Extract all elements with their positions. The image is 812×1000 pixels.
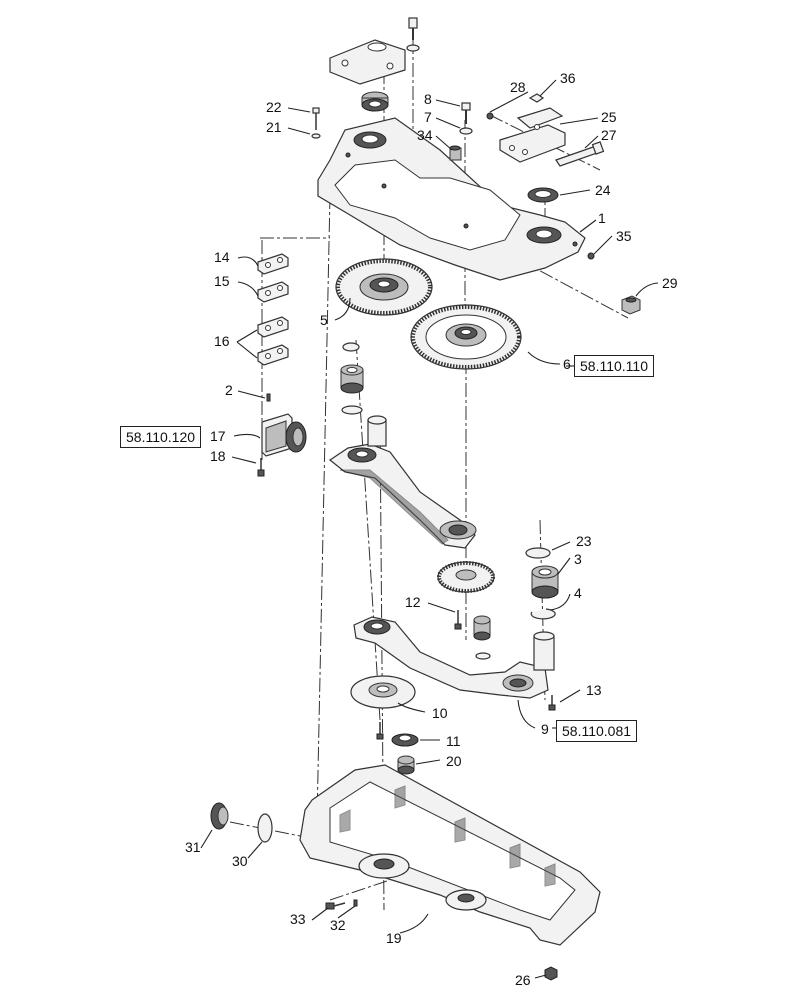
screw-13 (548, 695, 556, 711)
callout-24: 24 (595, 182, 611, 198)
callout-19: 19 (386, 930, 402, 946)
washer-21 (311, 133, 321, 139)
callout-4: 4 (574, 585, 582, 601)
callout-36: 36 (560, 70, 576, 86)
callout-15: 15 (214, 273, 230, 289)
callout-6: 6 (563, 356, 571, 372)
oring-30 (257, 813, 273, 843)
plug-26 (544, 966, 558, 981)
callout-28: 28 (510, 79, 526, 95)
bearing-5a (340, 364, 364, 394)
centerline (329, 879, 391, 901)
callout-33: 33 (290, 911, 306, 927)
reference-box-17[interactable]: 58.110.120 (120, 426, 202, 448)
reference-box-6[interactable]: 58.110.110 (574, 355, 654, 377)
callout-32: 32 (330, 917, 346, 933)
centerline (489, 114, 601, 171)
pin-2 (266, 393, 271, 402)
gear-small-a (437, 561, 495, 593)
shim-16b (257, 344, 289, 366)
callout-8: 8 (424, 91, 432, 107)
callout-25: 25 (601, 109, 617, 125)
bearing-center (473, 615, 491, 641)
screw-22 (312, 107, 320, 130)
disc-10 (350, 675, 416, 709)
upper-housing-plate (317, 117, 586, 281)
bearing-top (361, 91, 389, 112)
bracket-25 (499, 107, 566, 163)
circlip-4 (530, 608, 556, 620)
callout-17: 17 (210, 428, 226, 444)
seal-24 (527, 187, 559, 203)
callout-16: 16 (214, 333, 230, 349)
fitting-34 (449, 145, 462, 161)
top-bracket (329, 39, 406, 85)
washer-7 (459, 127, 473, 135)
callout-3: 3 (574, 551, 582, 567)
lower-arm-9 (353, 616, 555, 699)
leader-lines (200, 79, 659, 979)
upper-arm (328, 415, 477, 549)
callout-7: 7 (424, 109, 432, 125)
centerline (355, 339, 381, 721)
callout-34: 34 (417, 127, 433, 143)
screw-18 (257, 458, 265, 477)
callout-14: 14 (214, 249, 230, 265)
callout-27: 27 (601, 127, 617, 143)
callout-11: 11 (446, 733, 461, 749)
callout-30: 30 (232, 853, 248, 869)
centerline (229, 821, 331, 843)
shim-15 (257, 281, 289, 303)
top-bolt (406, 17, 420, 52)
plug-35 (587, 252, 595, 260)
bolt-8 (461, 102, 471, 124)
gear-6 (410, 304, 522, 370)
callout-9: 9 (541, 721, 549, 737)
bolt-27 (555, 141, 605, 167)
motor-17 (261, 413, 307, 457)
bushing-20 (397, 755, 415, 775)
callout-12: 12 (405, 594, 421, 610)
ring-upper (342, 342, 360, 352)
callout-2: 2 (225, 382, 233, 398)
callout-31: 31 (185, 839, 201, 855)
screw-12 (454, 610, 462, 630)
callout-18: 18 (210, 448, 226, 464)
pin-28 (486, 112, 494, 120)
reference-box-9[interactable]: 58.110.081 (556, 720, 638, 742)
callout-29: 29 (662, 275, 678, 291)
pad-36 (528, 93, 545, 103)
lower-housing-19 (299, 764, 601, 946)
callout-23: 23 (576, 533, 592, 549)
gear-5 (335, 258, 433, 316)
shim-16a (257, 316, 289, 338)
callout-35: 35 (616, 228, 632, 244)
callout-21: 21 (266, 119, 282, 135)
callout-10: 10 (432, 705, 448, 721)
centerline (519, 259, 629, 319)
ring-23 (525, 547, 551, 559)
callout-26: 26 (515, 972, 531, 988)
bearing-3 (531, 565, 559, 599)
pin-32 (353, 899, 358, 907)
seal-11 (391, 733, 419, 747)
callout-1: 1 (598, 210, 606, 226)
screw-33 (325, 902, 346, 910)
centerline (316, 194, 331, 821)
callout-22: 22 (266, 99, 282, 115)
screw-small (376, 722, 384, 740)
callout-labels: 1 2 3 4 5 6 7 8 9 10 11 12 13 14 15 16 1… (185, 70, 678, 988)
callout-13: 13 (586, 682, 602, 698)
callout-20: 20 (446, 753, 462, 769)
plug-31 (210, 802, 229, 830)
ring-lower (341, 405, 363, 415)
shim-14 (257, 253, 289, 275)
callout-5: 5 (320, 312, 328, 328)
ring-center (475, 652, 491, 660)
nut-29 (621, 295, 641, 315)
